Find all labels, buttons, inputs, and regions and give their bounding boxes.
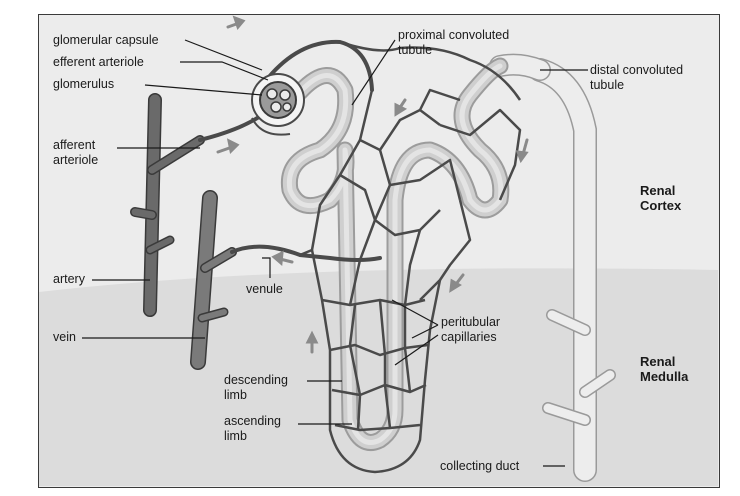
label-efferent-arteriole: efferent arteriole <box>53 55 144 70</box>
label-venule: venule <box>246 282 283 297</box>
label-vein: vein <box>53 330 76 345</box>
label-glomerular-capsule: glomerular capsule <box>53 33 159 48</box>
glomerulus <box>252 74 304 135</box>
label-glomerulus: glomerulus <box>53 77 114 92</box>
label-artery: artery <box>53 272 85 287</box>
artery <box>135 100 200 310</box>
label-collecting-duct: collecting duct <box>440 459 519 474</box>
